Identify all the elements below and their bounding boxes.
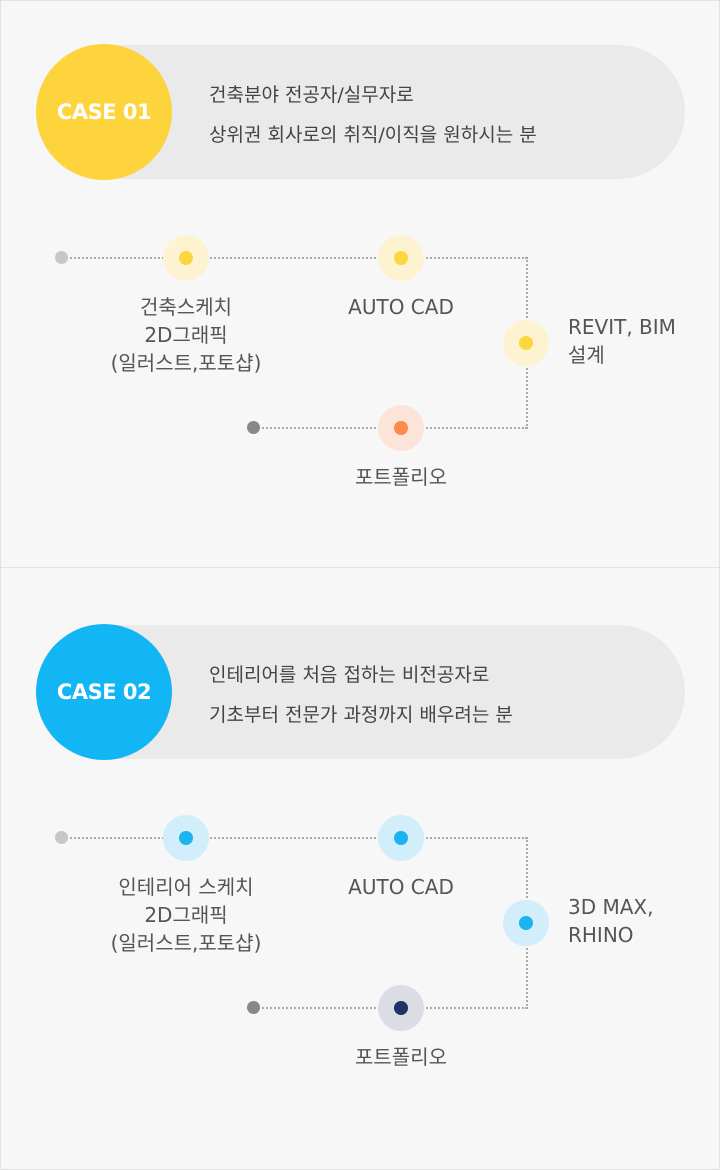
case-01-step4-label: 포트폴리오 bbox=[355, 465, 447, 489]
case-01-step3-label: REVIT, BIM 설계 bbox=[568, 313, 676, 369]
case-01-step3-line2: 설계 bbox=[568, 343, 605, 367]
case-02-return-dot bbox=[247, 1001, 260, 1014]
case-02-step3-node bbox=[503, 900, 549, 946]
case-02-step4-node bbox=[378, 985, 424, 1031]
case-02-badge: CASE 02 bbox=[36, 624, 172, 760]
case-01-step2-label: AUTO CAD bbox=[348, 295, 454, 319]
case-01-step3-line1: REVIT, BIM bbox=[568, 315, 676, 339]
case-01-description: 건축분야 전공자/실무자로 상위권 회사로의 취직/이직을 원하시는 분 bbox=[209, 75, 537, 155]
case-02-step2-label: AUTO CAD bbox=[348, 875, 454, 899]
case-02-desc-line2: 기초부터 전문가 과정까지 배우려는 분 bbox=[209, 704, 513, 726]
case-01-step2-node bbox=[378, 235, 424, 281]
case-02-step1-line1: 인테리어 스케치 bbox=[118, 875, 254, 899]
case-01-step4-node bbox=[378, 405, 424, 451]
case-01-step3-node bbox=[503, 320, 549, 366]
case-02-top-path bbox=[63, 837, 527, 839]
case-01-step1-line1: 건축스케치 bbox=[140, 295, 232, 319]
case-01-desc-line2: 상위권 회사로의 취직/이직을 원하시는 분 bbox=[209, 124, 537, 146]
case-02-step1-line2: 2D그래픽 bbox=[144, 903, 228, 927]
case-01-top-path bbox=[63, 257, 527, 259]
case-01-return-dot bbox=[247, 421, 260, 434]
case-02-desc-line1: 인테리어를 처음 접하는 비전공자로 bbox=[209, 664, 490, 686]
case-01-step1-line2: 2D그래픽 bbox=[144, 323, 228, 347]
case-02-step1-label: 인테리어 스케치 2D그래픽 (일러스트,포토샵) bbox=[81, 873, 291, 957]
case-01-step1-label: 건축스케치 2D그래픽 (일러스트,포토샵) bbox=[81, 293, 291, 377]
case-02-start-dot bbox=[55, 831, 68, 844]
case-01-desc-line1: 건축분야 전공자/실무자로 bbox=[209, 84, 414, 106]
case-02-step1-line3: (일러스트,포토샵) bbox=[110, 931, 262, 955]
case-02-step3-line2: RHINO bbox=[568, 923, 634, 947]
case-01-badge: CASE 01 bbox=[36, 44, 172, 180]
case-02-step1-node bbox=[163, 815, 209, 861]
section-divider bbox=[1, 567, 719, 568]
case-02-step4-label: 포트폴리오 bbox=[355, 1045, 447, 1069]
case-01-step1-node bbox=[163, 235, 209, 281]
case-01-step1-line3: (일러스트,포토샵) bbox=[110, 351, 262, 375]
case-02-step3-label: 3D MAX, RHINO bbox=[568, 893, 653, 949]
case-01-section: CASE 01 건축분야 전공자/실무자로 상위권 회사로의 취직/이직을 원하… bbox=[1, 1, 719, 561]
case-02-step2-node bbox=[378, 815, 424, 861]
case-02-section: CASE 02 인테리어를 처음 접하는 비전공자로 기초부터 전문가 과정까지… bbox=[1, 581, 719, 1141]
case-02-step3-line1: 3D MAX, bbox=[568, 895, 654, 919]
case-01-start-dot bbox=[55, 251, 68, 264]
case-02-description: 인테리어를 처음 접하는 비전공자로 기초부터 전문가 과정까지 배우려는 분 bbox=[209, 655, 513, 735]
